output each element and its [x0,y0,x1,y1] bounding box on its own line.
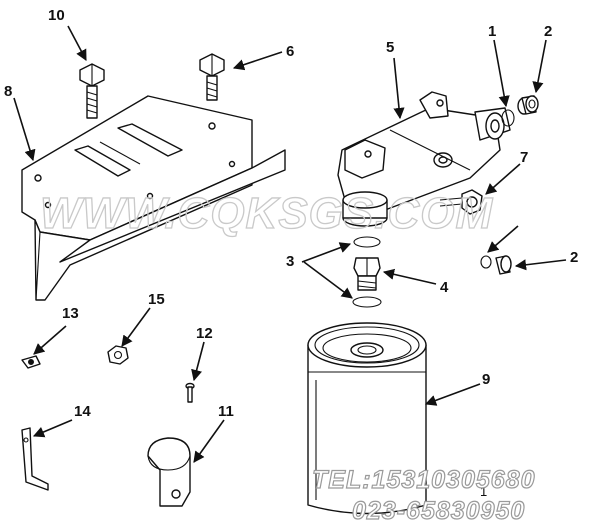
callout-15: 15 [148,291,165,308]
callout-13: 13 [62,305,79,322]
contact-phone: 023-65830950 [352,497,525,525]
plug-2-lower [480,255,512,275]
callout-9: 9 [482,371,490,388]
callout-11: 11 [218,403,234,420]
leader-lines [13,25,567,463]
callout-7: 7 [520,149,528,166]
filter-print: 1 [480,484,487,499]
contact-tel: TEL:15310305680 [312,466,535,494]
callout-14: 14 [74,403,91,420]
bolt-6 [199,53,225,101]
callout-4: 4 [440,279,449,296]
gasket-3-lower [352,296,382,308]
filter-element: 1 [307,322,487,515]
nut-15 [107,345,129,365]
callout-10: 10 [48,7,65,24]
watermark-text: WWW.CQKSGS.COM [40,189,493,238]
plug-2-upper [517,95,539,115]
callout-labels: 10 6 8 5 1 2 7 2 3 4 9 13 15 12 14 11 [4,7,578,420]
fitting-7 [439,189,483,215]
screw-12 [185,382,195,403]
clamp-11 [147,437,191,507]
mounting-bracket [21,95,286,301]
callout-8: 8 [4,83,12,100]
callout-5: 5 [386,39,394,56]
filter-head [337,91,511,227]
bolt-10 [79,63,105,119]
nipple-4 [353,257,381,291]
callout-3: 3 [286,253,294,270]
callout-2-upper: 2 [544,23,552,40]
callout-1: 1 [488,23,496,40]
callout-12: 12 [196,325,213,342]
gasket-3-upper [353,236,381,248]
l-bracket-14 [21,427,49,491]
o-ring-1 [501,109,515,127]
callout-6: 6 [286,43,294,60]
washer-13 [21,355,41,369]
callout-2-lower: 2 [570,249,578,266]
